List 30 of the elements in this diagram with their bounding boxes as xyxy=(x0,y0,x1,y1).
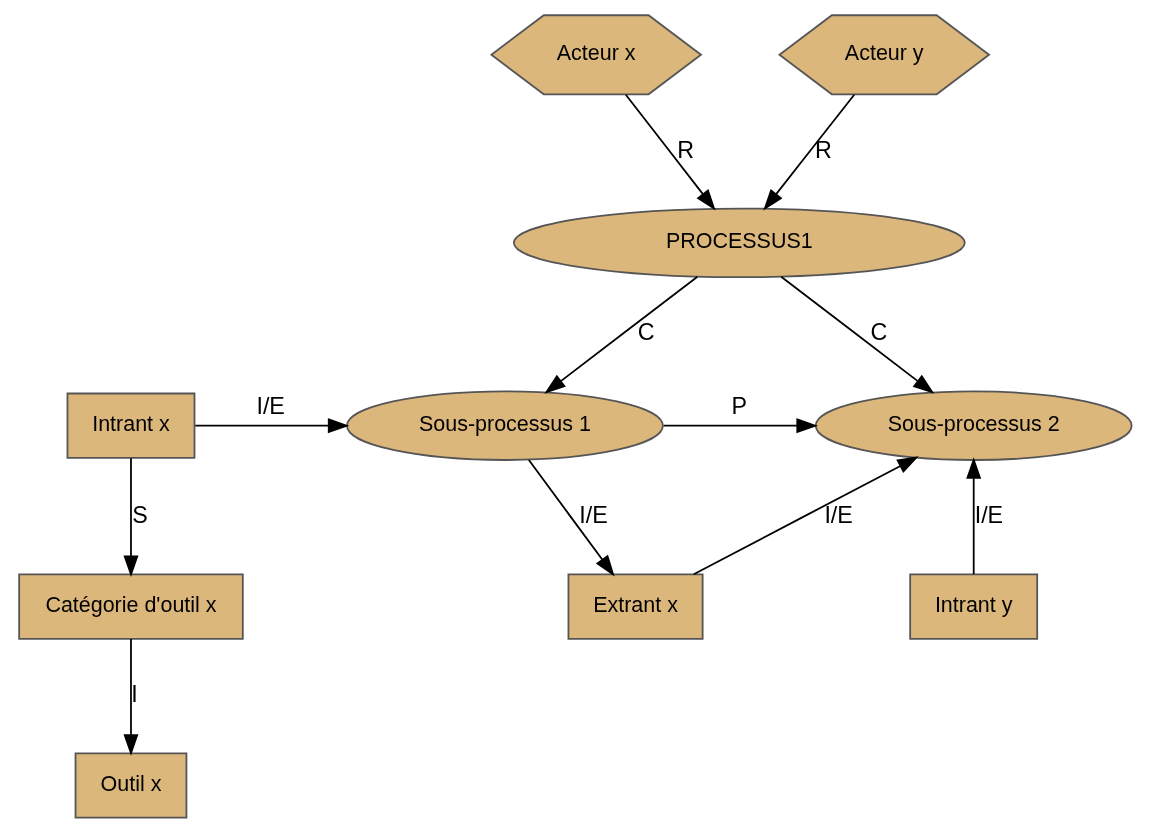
node-ellipse: Sous-processus 2 xyxy=(814,390,1133,461)
arrow xyxy=(624,93,716,211)
arrow xyxy=(662,418,818,434)
edge-label: S xyxy=(131,502,148,529)
arrow xyxy=(527,459,615,577)
edge-label: R xyxy=(814,136,832,163)
arrow xyxy=(692,456,919,576)
edge-label: I/E xyxy=(578,502,608,529)
node-box: Intrant x xyxy=(66,392,195,459)
arrow xyxy=(543,275,698,394)
arrow xyxy=(122,457,138,577)
node-box: Catégorie d'outil x xyxy=(17,573,244,640)
edge-label: I/E xyxy=(974,502,1003,529)
edge-label: C xyxy=(869,319,887,346)
arrow xyxy=(122,638,138,756)
edge-label: I xyxy=(130,681,138,708)
arrow xyxy=(762,93,855,211)
node-ellipse: PROCESSUS1 xyxy=(512,207,966,279)
edge-label: P xyxy=(731,392,747,419)
edge-label: I/E xyxy=(255,392,285,419)
arrow xyxy=(779,275,934,394)
edge-label: R xyxy=(676,136,694,163)
edge-label: C xyxy=(637,319,655,346)
edge-label: I/E xyxy=(823,502,853,529)
arrow xyxy=(193,418,349,434)
node-ellipse: Sous-processus 1 xyxy=(345,390,664,461)
node-box: Outil x xyxy=(74,752,187,819)
arrow xyxy=(965,457,981,576)
node-box: Intrant y xyxy=(908,573,1038,640)
node-box: Extrant x xyxy=(567,573,704,640)
